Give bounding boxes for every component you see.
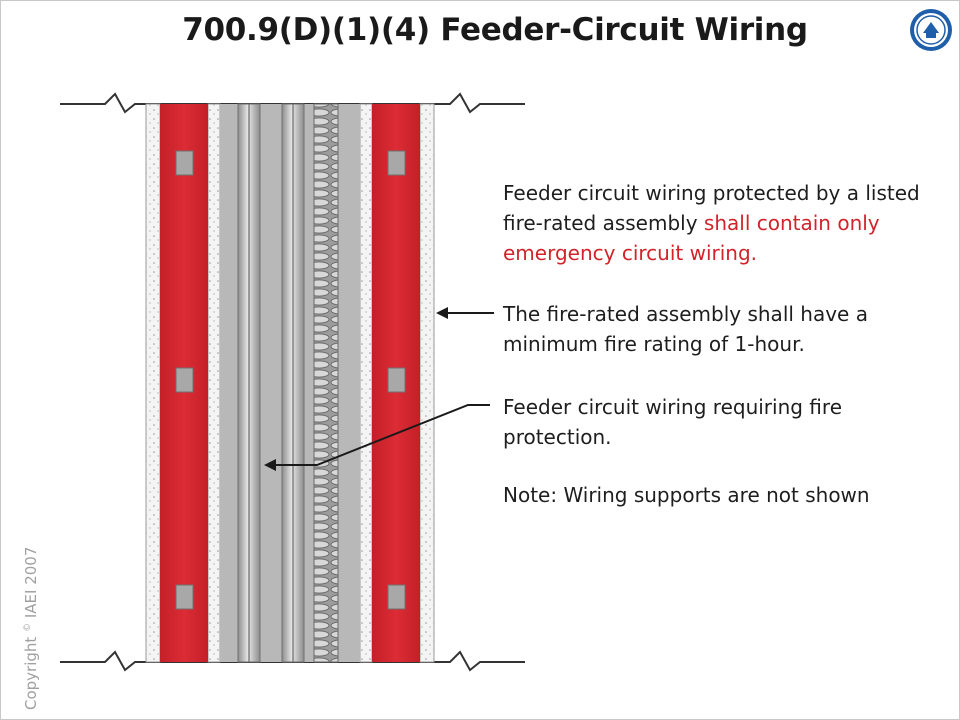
flexible-conduit <box>313 103 339 663</box>
fire-rating-arrow <box>436 307 494 319</box>
fastener <box>387 367 406 393</box>
fastener <box>175 367 194 393</box>
right-inner-insulation <box>359 103 373 663</box>
left-inner-insulation <box>207 103 221 663</box>
page-title: 700.9(D)(1)(4) Feeder-Circuit Wiring <box>182 12 808 48</box>
assembly-contents-text: Feeder circuit wiring protected by a lis… <box>503 181 920 235</box>
fastener <box>387 584 406 610</box>
fire-rating-callout: The fire-rated assembly shall have a min… <box>503 302 868 356</box>
fastener <box>175 584 194 610</box>
assembly-contents-highlight: shall contain only emergency circuit wir… <box>503 211 880 265</box>
fastener <box>387 150 406 176</box>
assembly-contents-callout: Feeder circuit wiring protected by a lis… <box>503 178 943 268</box>
right-insulation-layer <box>419 103 435 663</box>
fastener <box>175 150 194 176</box>
feeder-wiring-callout: Feeder circuit wiring requiring fire pro… <box>503 395 842 449</box>
supports-note: Note: Wiring supports are not shown <box>503 483 870 507</box>
feeder-wiring-arrow <box>264 404 490 471</box>
left-insulation-layer <box>145 103 161 663</box>
iaei-seal-icon <box>910 9 952 51</box>
board-fasteners <box>175 150 406 610</box>
